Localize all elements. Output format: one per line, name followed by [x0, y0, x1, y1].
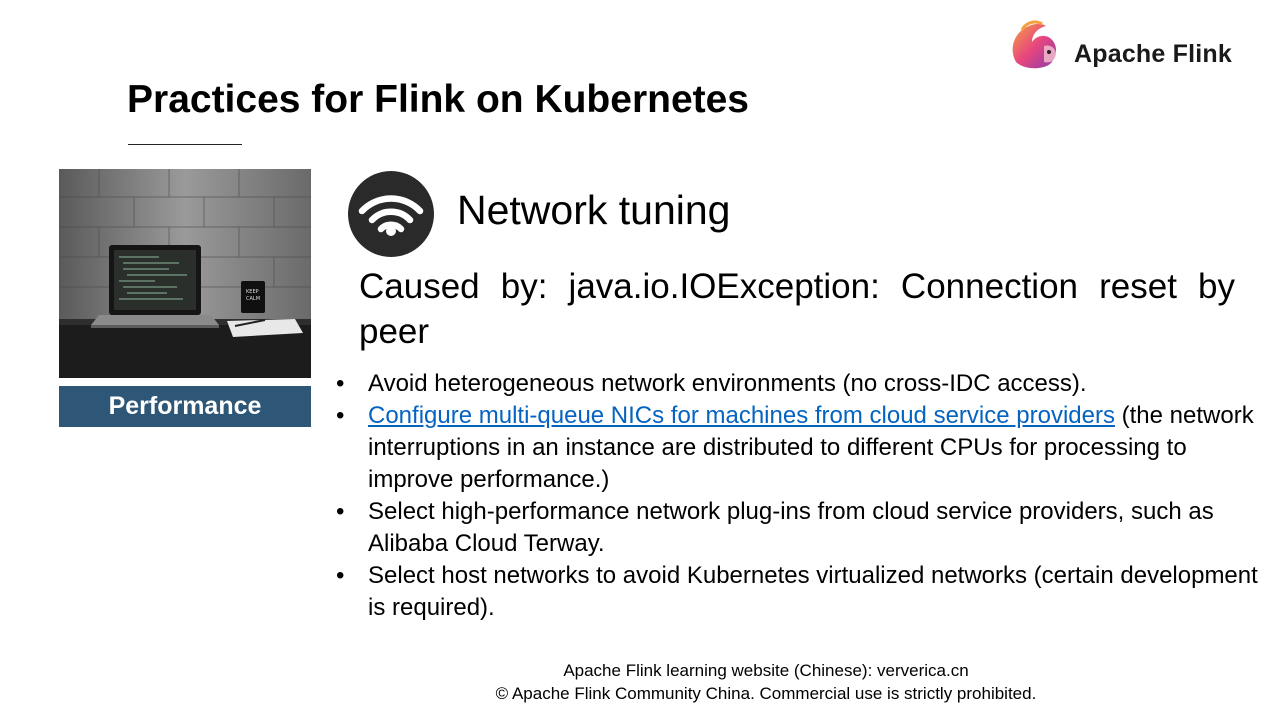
- footer: Apache Flink learning website (Chinese):…: [450, 659, 1082, 705]
- bullet-text: Avoid heterogeneous network environments…: [368, 370, 1087, 397]
- squirrel-logo-icon: [1012, 20, 1056, 69]
- bullet-item: • Select high-performance network plug-i…: [336, 496, 1266, 560]
- svg-text:CALM: CALM: [246, 296, 260, 302]
- bullet-dot: •: [336, 402, 345, 429]
- svg-text:KEEP: KEEP: [246, 289, 259, 295]
- wifi-icon-badge: [348, 171, 434, 257]
- bullet-text: Select host networks to avoid Kubernetes…: [368, 562, 1258, 621]
- error-cause: Caused by: java.io.IOException: Connecti…: [359, 267, 1235, 351]
- bullet-dot: •: [336, 498, 345, 525]
- bullet-text: Select high-performance network plug-ins…: [368, 498, 1214, 557]
- section-title: Network tuning: [457, 187, 731, 233]
- bullet-item: • Configure multi-queue NICs for machine…: [336, 400, 1266, 496]
- slide-title: Practices for Flink on Kubernetes: [127, 78, 750, 121]
- multi-queue-nic-link[interactable]: Configure multi-queue NICs for machines …: [368, 402, 1115, 429]
- bullet-dot: •: [336, 370, 345, 397]
- category-banner: Performance: [59, 386, 311, 427]
- apache-flink-logo: Apache Flink: [1008, 18, 1248, 74]
- tuning-bullets: • Avoid heterogeneous network environmen…: [336, 368, 1266, 624]
- brand-name: Apache Flink: [1074, 40, 1232, 68]
- bullet-dot: •: [336, 562, 345, 589]
- wifi-icon: [358, 195, 424, 236]
- bullet-text: (the network interruptions in an instanc…: [368, 402, 1254, 493]
- title-divider: [128, 144, 242, 145]
- laptop-photo: KEEP CALM: [59, 169, 311, 378]
- footer-copyright: © Apache Flink Community China. Commerci…: [495, 684, 1037, 703]
- footer-website: Apache Flink learning website (Chinese):…: [563, 661, 969, 680]
- bullet-item: • Avoid heterogeneous network environmen…: [336, 368, 1266, 400]
- bullet-item: • Select host networks to avoid Kubernet…: [336, 560, 1266, 624]
